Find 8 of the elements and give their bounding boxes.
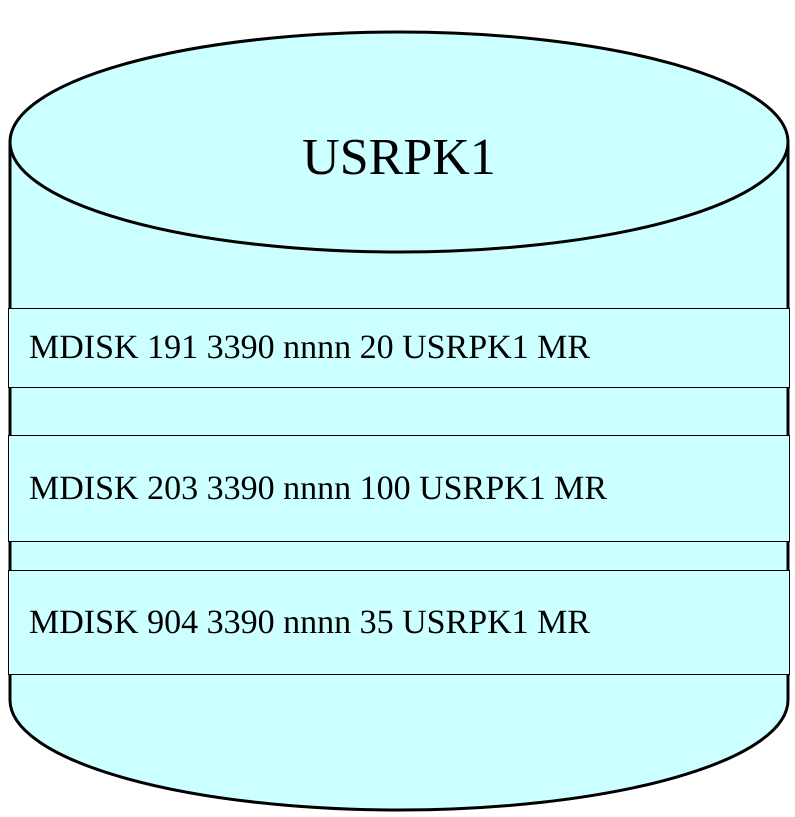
partition-band — [8, 435, 790, 542]
partition-band — [8, 308, 790, 388]
partition-band — [8, 570, 790, 675]
disk-definition-text: MDISK 191 3390 nnnn 20 USRPK1 MR — [28, 329, 590, 367]
database-cylinder — [8, 30, 790, 812]
disk-definition-text: MDISK 203 3390 nnnn 100 USRPK1 MR — [28, 470, 608, 508]
cylinder-title: USRPK1 — [301, 128, 497, 187]
disk-definition-text: MDISK 904 3390 nnnn 35 USRPK1 MR — [28, 604, 590, 642]
